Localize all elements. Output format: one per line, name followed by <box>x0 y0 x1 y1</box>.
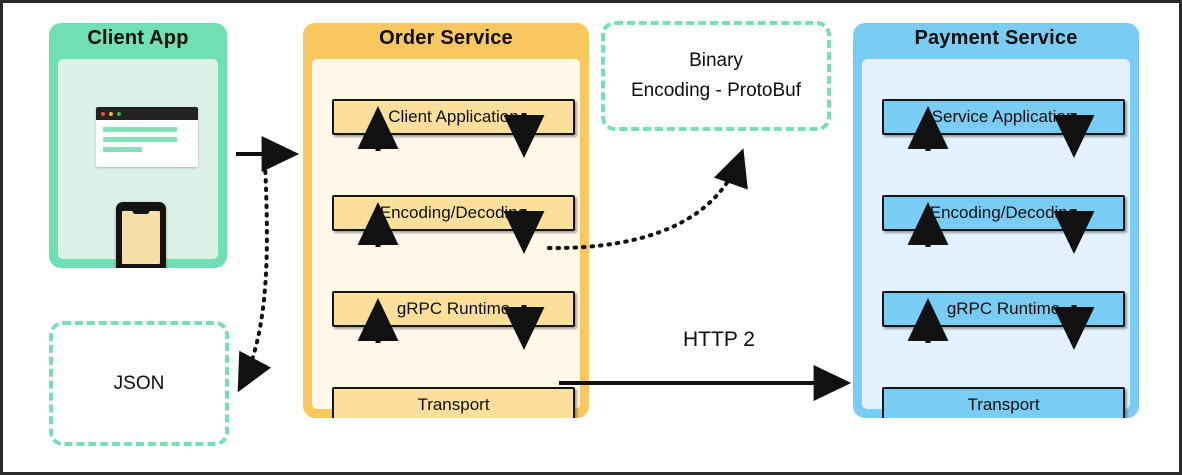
browser-title-bar <box>96 107 198 120</box>
payment-layer-encoding-decoding: Encoding/Decoding <box>882 195 1125 231</box>
mobile-phone-icon <box>116 202 166 268</box>
order-layer-transport: Transport <box>332 387 575 418</box>
phone-screen <box>122 211 160 264</box>
phone-notch <box>132 209 150 214</box>
payment-service-panel: Payment Service Service Application Enco… <box>853 23 1139 418</box>
payment-service-title: Payment Service <box>914 27 1078 49</box>
order-service-body: Client Application Encoding/Decoding gRP… <box>312 59 580 418</box>
browser-line-3 <box>103 147 142 152</box>
note-json: JSON <box>49 321 229 446</box>
payment-service-body: Service Application Encoding/Decoding gR… <box>862 59 1130 418</box>
browser-window-icon <box>96 107 198 167</box>
payment-layer-transport: Transport <box>882 387 1125 418</box>
order-service-panel: Order Service Client Application Encodin… <box>303 23 589 418</box>
note-protobuf-line1: Binary <box>689 50 743 71</box>
payment-layer-service-application: Service Application <box>882 99 1125 135</box>
browser-content-lines <box>96 120 198 152</box>
browser-dot-yellow <box>109 111 113 116</box>
browser-dot-red <box>101 111 105 116</box>
browser-dot-green <box>117 111 121 116</box>
order-layer-grpc-runtime: gRPC Runtime <box>332 291 575 327</box>
order-layer-client-application: Client Application <box>332 99 575 135</box>
order-layer-encoding-decoding: Encoding/Decoding <box>332 195 575 231</box>
note-json-label: JSON <box>113 372 165 394</box>
order-service-title: Order Service <box>379 27 513 49</box>
browser-line-1 <box>103 127 177 132</box>
client-app-title: Client App <box>87 27 189 49</box>
client-app-body <box>58 59 218 268</box>
payment-layer-grpc-runtime: gRPC Runtime <box>882 291 1125 327</box>
browser-line-2 <box>103 137 177 142</box>
http2-label: HTTP 2 <box>683 328 755 351</box>
note-protobuf-line2: Encoding - ProtoBuf <box>630 80 802 101</box>
arrow-order-to-json <box>237 161 272 393</box>
client-app-panel: Client App <box>49 23 227 268</box>
note-binary-encoding-protobuf: Binary Encoding - ProtoBuf <box>601 21 831 131</box>
